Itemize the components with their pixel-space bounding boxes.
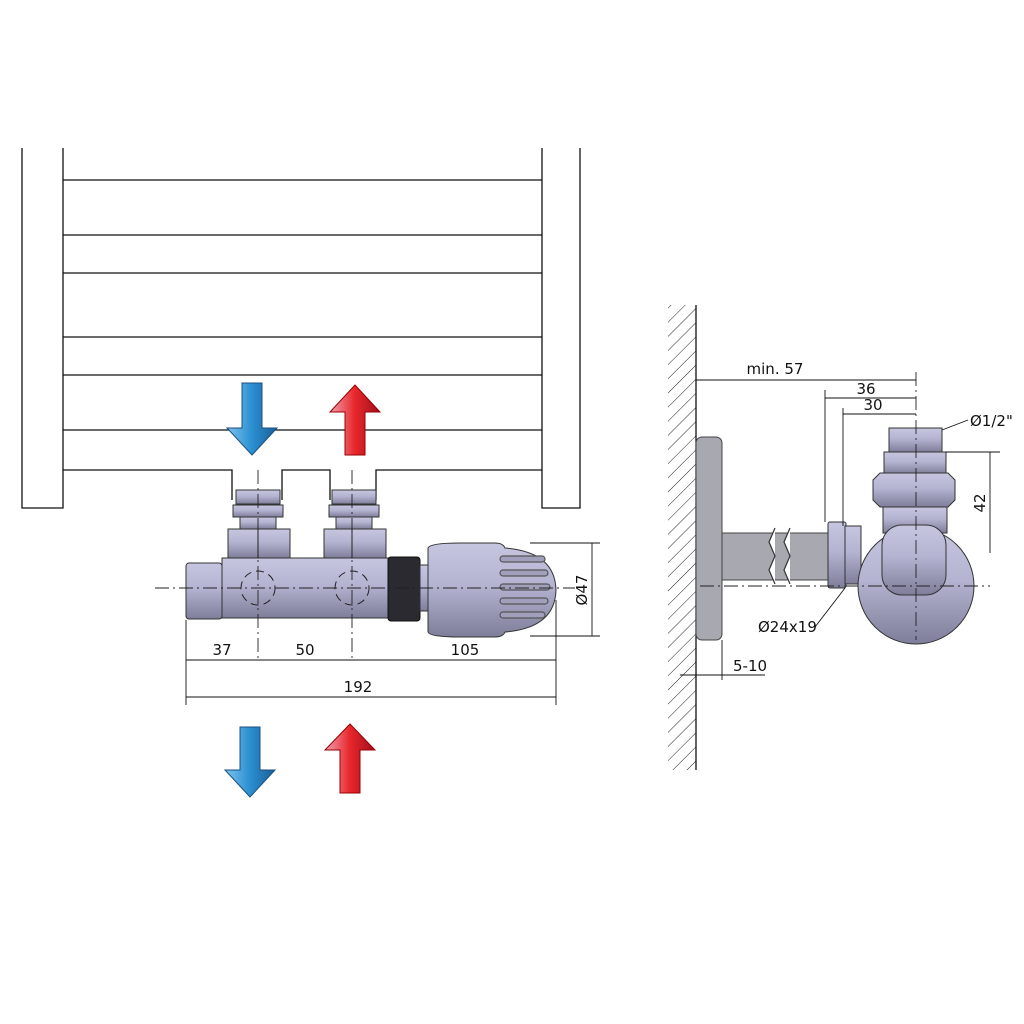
valve-side-view (668, 305, 990, 770)
dim-42: 42 (971, 493, 989, 512)
dim-thread: Ø1/2" (970, 412, 1013, 430)
wall-plate (695, 436, 723, 641)
dim-36: 36 (856, 380, 875, 398)
valve-front-view (155, 470, 575, 660)
return-arrow-down-icon (223, 726, 277, 798)
connector-right (323, 489, 387, 559)
supply-arrow-up-icon (328, 384, 382, 456)
dim-105: 105 (451, 641, 480, 659)
dim-plate: 5-10 (733, 657, 767, 675)
front-dimensions: 37 50 105 192 Ø47 (185, 542, 600, 705)
dim-min-57: min. 57 (747, 360, 804, 378)
dim-30: 30 (863, 396, 882, 414)
flow-arrows (223, 382, 382, 798)
dim-pipe: Ø24x19 (758, 618, 817, 636)
radiator (21, 148, 581, 509)
dim-192: 192 (344, 678, 373, 696)
supply-arrow-up-icon (323, 723, 377, 794)
dim-50: 50 (295, 641, 314, 659)
return-arrow-down-icon (225, 382, 279, 456)
dim-37: 37 (212, 641, 231, 659)
dim-head-diameter: Ø47 (573, 575, 591, 606)
side-dimensions: min. 57 36 30 42 Ø1/2" Ø24x19 5-10 (680, 360, 1013, 680)
connector-left (227, 489, 291, 559)
